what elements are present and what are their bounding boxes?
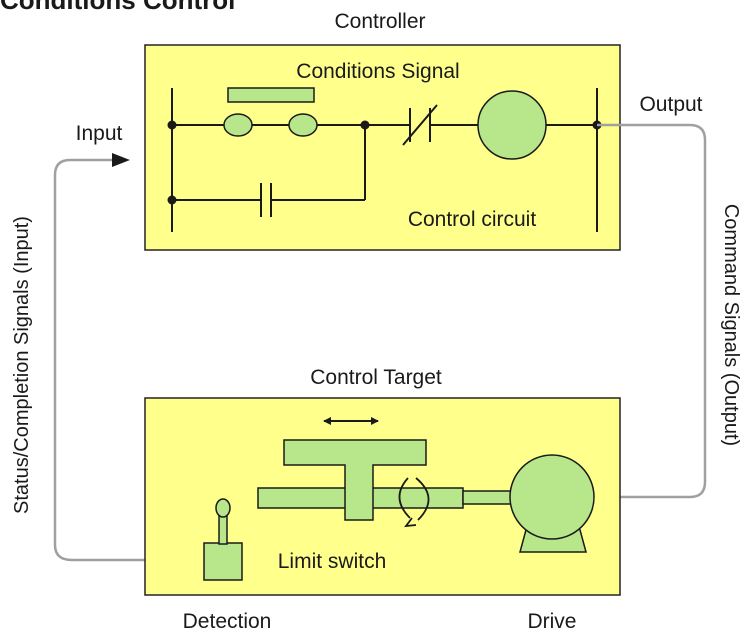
detection-label: Detection <box>183 610 272 633</box>
limit-switch-body <box>203 542 243 581</box>
ladder-circuit <box>171 88 598 232</box>
conditions-signal-label: Conditions Signal <box>296 60 459 83</box>
input-arrow <box>112 153 130 167</box>
status-signals-label: Status/Completion Signals (Input) <box>11 216 33 514</box>
drive-label: Drive <box>527 610 576 633</box>
output-label: Output <box>639 93 702 116</box>
rotation-icon <box>398 477 430 528</box>
output-coil <box>477 90 547 160</box>
slide-table <box>283 439 427 521</box>
limit-switch-label: Limit switch <box>278 550 387 573</box>
status-signal-line <box>53 158 200 562</box>
motor-shaft <box>462 490 512 505</box>
push-button-actuator <box>227 87 315 103</box>
control-circuit-label: Control circuit <box>408 208 537 231</box>
page-title: Conditions Control <box>0 0 236 15</box>
nc-contact-symbol <box>402 104 438 146</box>
command-signal-line <box>597 123 707 499</box>
controller-box <box>144 44 621 251</box>
contact-right <box>288 113 318 137</box>
controller-title: Controller <box>334 10 425 33</box>
contact-left <box>223 113 253 137</box>
motor <box>509 454 595 540</box>
branch-contact-symbol <box>260 183 272 217</box>
control-target-title: Control Target <box>310 366 442 389</box>
limit-switch-roller <box>215 498 231 518</box>
input-label: Input <box>76 122 123 145</box>
command-signals-label: Command Signals (Output) <box>720 204 740 446</box>
